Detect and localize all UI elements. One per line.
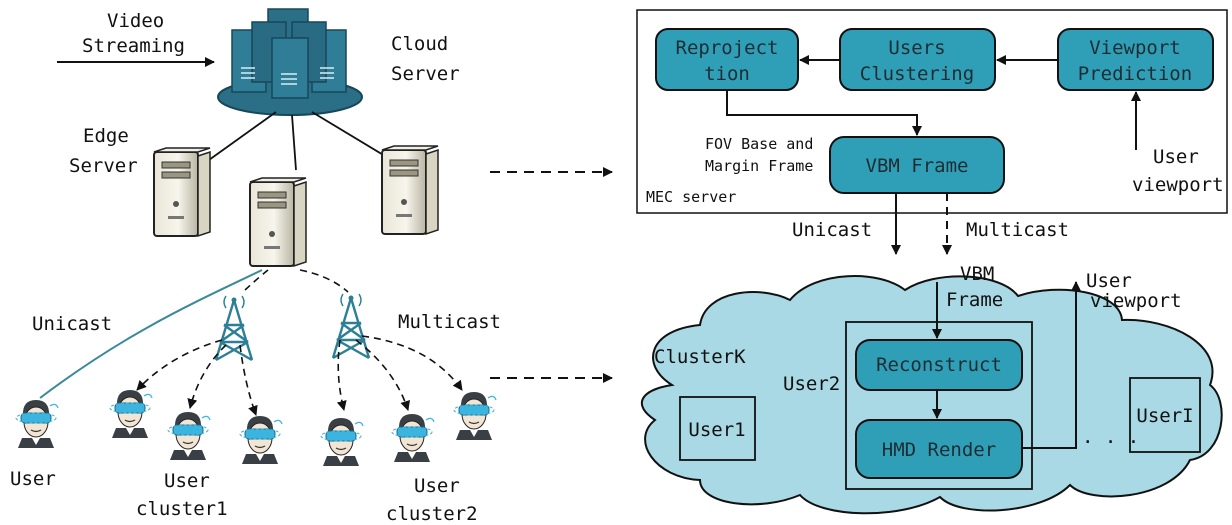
cluster2-headset-icon-2	[391, 413, 435, 463]
cluster1-headset-icon-3	[239, 415, 283, 465]
user1-label: User1	[688, 419, 745, 441]
cluster-name-label: ClusterK	[654, 346, 746, 368]
multicast-arrows-cluster1	[136, 339, 258, 416]
cluster-vbm-label-2: Frame	[946, 289, 1003, 311]
cluster-vbm-label-1: VBM	[960, 263, 994, 285]
mec-multicast-label: Multicast	[966, 219, 1069, 241]
ellipsis-label: · · ·	[1082, 431, 1139, 453]
reprojection-label-1: Reproject	[676, 37, 779, 59]
userI-label: UserI	[1136, 405, 1193, 427]
unicast-link	[39, 269, 263, 399]
cluster2-label-2: cluster2	[386, 503, 478, 525]
multicast-arrows-cluster2	[336, 335, 463, 411]
edge-tower1-link	[244, 269, 269, 291]
cloud-server-label-1: Cloud	[391, 33, 448, 55]
cluster-user-viewport-label-1: User	[1086, 270, 1132, 292]
vbm-frame-box	[829, 136, 1005, 194]
cluster-user-viewport-label-2: viewport	[1090, 290, 1182, 312]
userI-box	[1129, 377, 1201, 453]
video-streaming-label-2: Streaming	[82, 35, 185, 57]
mec-unicast-label: Unicast	[792, 219, 872, 241]
cluster2-headset-icon-3	[453, 391, 497, 441]
cluster1-headset-icon-2	[167, 411, 211, 461]
user2-frame	[845, 321, 1033, 490]
user-headset-icon	[15, 399, 59, 449]
user-label: User	[10, 468, 56, 490]
reprojection-to-vbm-arrow	[726, 90, 922, 136]
users-clustering-label-2: Clustering	[860, 63, 974, 85]
tower-icon-1	[214, 294, 254, 362]
reconstruct-label: Reconstruct	[876, 354, 1002, 376]
render-to-viewport-arrow	[1022, 281, 1081, 449]
user2-label: User2	[783, 373, 840, 395]
edge-server-icon-3	[381, 145, 439, 235]
mec-user-viewport-label-1: User	[1153, 146, 1199, 168]
tower-icon-2	[331, 292, 371, 360]
mec-user-viewport-label-2: viewport	[1132, 174, 1224, 196]
cloud-server-label-2: Server	[391, 63, 460, 85]
vbm-frame-label: VBM Frame	[866, 155, 969, 177]
cluster1-label-2: cluster1	[136, 498, 228, 520]
cloud-edge-link-2	[291, 114, 297, 171]
cluster1-headset-icon-1	[109, 389, 153, 439]
edge-server-label-1: Edge	[83, 125, 129, 147]
cluster2-label-1: User	[414, 475, 460, 497]
users-clustering-label-1: Users	[888, 37, 945, 59]
edge-tower2-link	[299, 269, 349, 293]
viewport-prediction-label-2: Prediction	[1078, 63, 1192, 85]
edge-server-icon-2	[249, 177, 307, 267]
user1-box	[679, 396, 756, 461]
hmd-render-label: HMD Render	[882, 439, 996, 461]
fov-note-line-1: FOV Base and	[705, 135, 813, 153]
reprojection-label-2: tion	[704, 63, 750, 85]
video-streaming-label-1: Video	[107, 10, 164, 32]
multicast-label-left: Multicast	[398, 311, 501, 333]
fov-note-line-2: Margin Frame	[705, 157, 813, 175]
unicast-label: Unicast	[32, 313, 112, 335]
cloud-server-icon	[217, 8, 363, 116]
cluster2-headset-icon-1	[320, 417, 364, 467]
edge-server-icon-1	[153, 147, 211, 237]
reconstruct-box	[855, 339, 1023, 391]
cluster1-label-1: User	[164, 470, 210, 492]
viewport-prediction-label-1: Viewport	[1089, 37, 1181, 59]
mec-server-label: MEC server	[646, 188, 736, 206]
edge-server-label-2: Server	[69, 155, 138, 177]
